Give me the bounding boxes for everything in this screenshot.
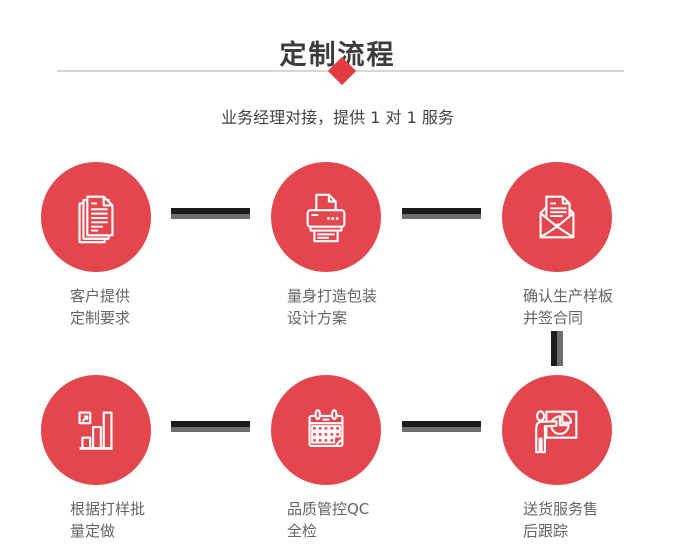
step-circle-presentation (502, 375, 612, 485)
step-label: 量身打造包装 设计方案 (287, 285, 377, 329)
open-envelope-icon (539, 195, 575, 239)
step-label-line2: 并签合同 (523, 309, 584, 327)
step-label: 客户提供 定制要求 (70, 285, 130, 329)
step-label: 确认生产样板 并签合同 (523, 285, 613, 329)
documents-icon (78, 195, 114, 244)
step-label-line2: 定制要求 (70, 309, 131, 327)
step-label-line1: 品质管控QC (287, 500, 370, 518)
step-circle-printer (271, 162, 381, 272)
step-circle-calendar (271, 375, 381, 485)
step-label-line1: 确认生产样板 (523, 287, 614, 305)
calendar-icon (308, 409, 344, 448)
connector-vertical (551, 331, 563, 366)
step-label: 送货服务售 后跟踪 (523, 498, 598, 542)
step-label: 根据打样批 量定做 (70, 498, 145, 542)
step-label-line1: 客户提供 (70, 287, 131, 305)
connector-horizontal-3 (171, 421, 250, 432)
step-label-line2: 量定做 (70, 522, 116, 540)
step-circle-documents (41, 162, 151, 272)
step-label: 品质管控QC 全检 (287, 498, 369, 542)
connector-horizontal-2 (402, 208, 481, 219)
step-label-line1: 根据打样批 (70, 500, 146, 518)
connector-horizontal-4 (402, 421, 481, 432)
presentation-icon (535, 410, 578, 454)
step-circle-chart (41, 375, 151, 485)
bar-chart-icon (78, 411, 113, 450)
step-label-line2: 设计方案 (287, 309, 348, 327)
step-circle-envelope (502, 162, 612, 272)
subtitle: 业务经理对接，提供 1 对 1 服务 (221, 108, 454, 127)
step-label-line2: 后跟踪 (523, 522, 569, 540)
connector-horizontal-1 (171, 208, 250, 219)
step-label-line2: 全检 (287, 522, 318, 540)
step-label-line1: 量身打造包装 (287, 287, 378, 305)
printer-icon (306, 193, 346, 243)
step-label-line1: 送货服务售 (523, 500, 599, 518)
